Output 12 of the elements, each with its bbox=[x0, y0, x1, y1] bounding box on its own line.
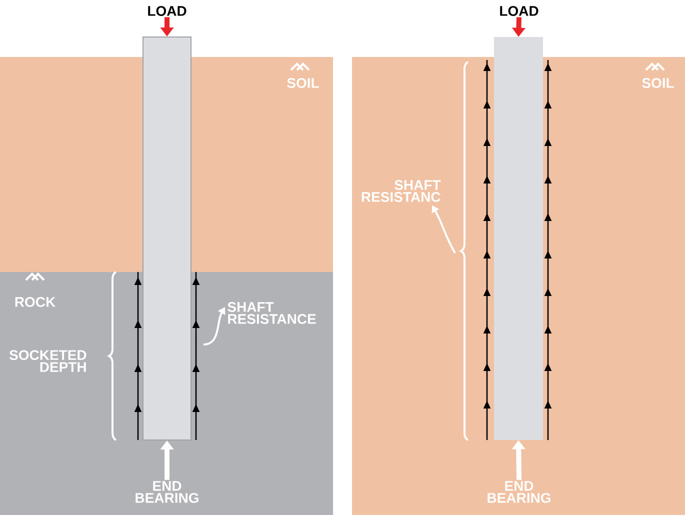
text-label: SOCKETED DEPTH bbox=[9, 350, 86, 372]
text-label: END BEARING bbox=[488, 481, 550, 503]
text-label: ROCK bbox=[15, 297, 56, 307]
load-label: LOAD bbox=[148, 6, 186, 16]
text-label: END BEARING bbox=[136, 481, 198, 503]
pile bbox=[142, 36, 192, 440]
text-label: SHAFT RESISTANC bbox=[362, 180, 441, 202]
text-label: SHAFT RESISTANCE bbox=[228, 302, 316, 324]
load-label: LOAD bbox=[500, 6, 538, 16]
pile bbox=[494, 37, 543, 440]
text-label: SOIL bbox=[287, 78, 319, 88]
text-label: SOIL bbox=[642, 78, 674, 88]
